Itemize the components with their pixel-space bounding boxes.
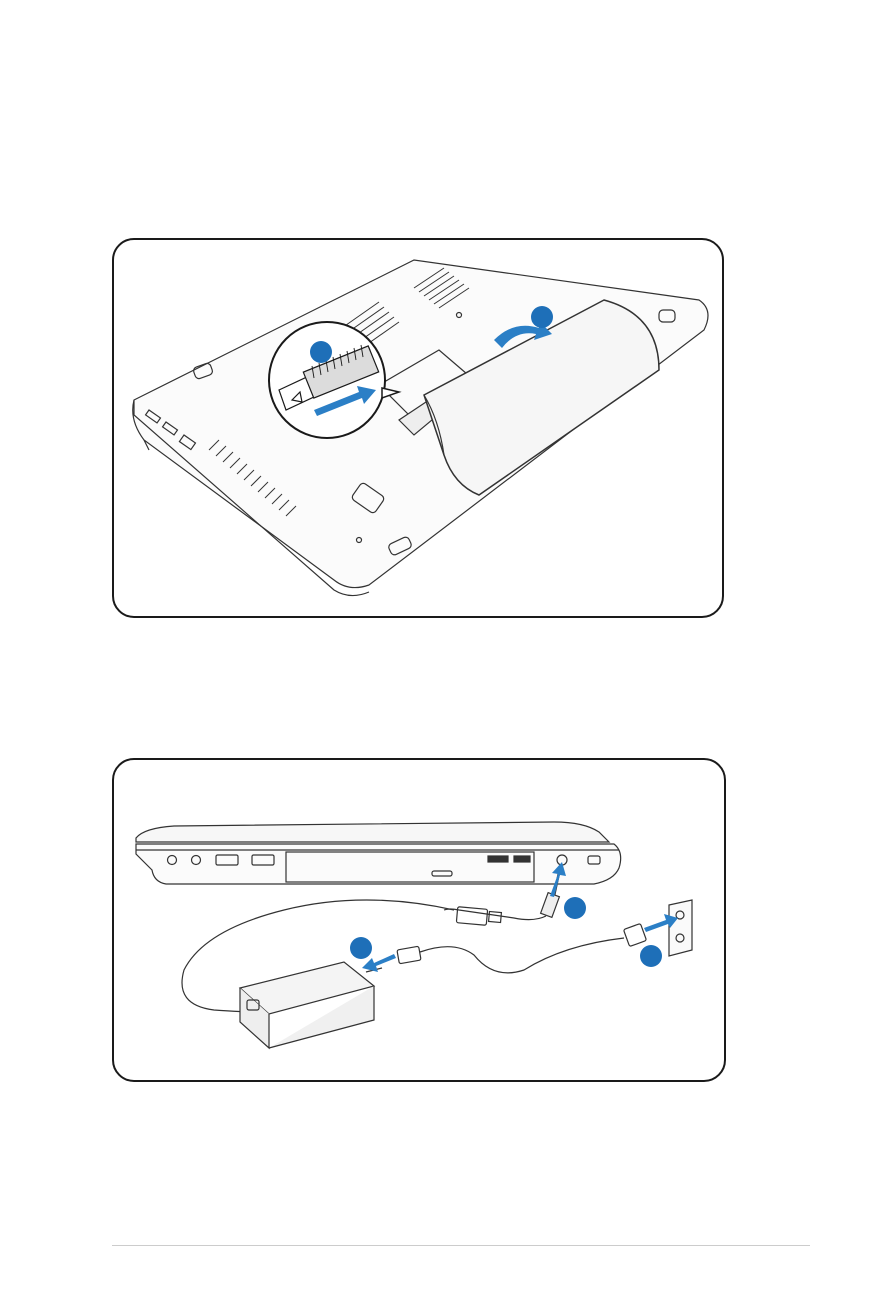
step-badge-1 bbox=[310, 341, 332, 363]
slide-arrow-icon bbox=[314, 386, 376, 416]
footer-divider bbox=[112, 1245, 810, 1246]
step-badge-2 bbox=[350, 937, 372, 959]
battery-removal-figure bbox=[112, 238, 724, 618]
step-badge-3 bbox=[640, 945, 662, 967]
power-connection-figure bbox=[112, 758, 726, 1082]
laptop-underside-illustration bbox=[132, 259, 709, 597]
step-badge-1 bbox=[564, 897, 586, 919]
laptop-side-power-illustration bbox=[135, 821, 693, 1050]
step-badge-2 bbox=[531, 306, 553, 328]
